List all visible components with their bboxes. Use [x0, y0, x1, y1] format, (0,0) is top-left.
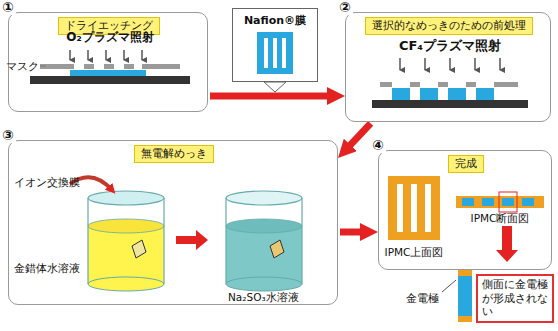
slots [264, 38, 286, 68]
substrate [30, 76, 190, 84]
zoom-section [458, 270, 472, 322]
step-panel: ③無電解めっき [8, 140, 338, 305]
flow-arrow [340, 229, 364, 236]
nafion-film [70, 70, 146, 76]
mask [380, 82, 518, 87]
label: O₂プラズマ照射 [66, 30, 153, 44]
mask [40, 64, 180, 69]
ipmc-top [388, 176, 440, 240]
step-number: ④ [370, 138, 386, 153]
label: イオン交換膜 [14, 176, 80, 189]
beaker [88, 191, 164, 291]
flow-arrow [210, 93, 331, 100]
label: IPMC上面図 [385, 246, 444, 259]
label: CF₄プラズマ照射 [399, 38, 501, 54]
beaker [226, 191, 302, 291]
step-number: ① [0, 0, 16, 15]
label: Na₂SO₃水溶液 [228, 291, 299, 304]
step-title: 無電解めっき [134, 145, 214, 163]
box-text: 選択的なめっきのための前処理 [372, 19, 526, 33]
step-title: 完成 [448, 155, 484, 173]
step-number: ③ [0, 128, 16, 143]
plasma-arrows [70, 50, 142, 60]
nafion-pattern [392, 88, 494, 100]
leader-line [442, 280, 456, 292]
label: マスク [6, 60, 39, 73]
nafion-sheet [257, 32, 293, 74]
label: 金錯体水溶液 [14, 262, 80, 275]
step-title: 選択的なめっきのための前処理 [365, 17, 533, 35]
box-text: 無電解めっき [141, 147, 207, 161]
step-arrow [176, 230, 208, 250]
leader-line [40, 66, 46, 67]
callout-pointer [264, 82, 286, 92]
slots [397, 184, 431, 232]
step-number: ② [337, 0, 353, 15]
zoom-arrow [496, 226, 518, 262]
box-text: 完成 [455, 157, 477, 171]
box-text: Nafion®膜 [233, 13, 317, 28]
flow-arrow [348, 123, 371, 147]
label: IPMC断面図 [471, 212, 530, 225]
label: 金電極 [406, 292, 439, 305]
box-text: 側面に金電極 が形成されない [482, 278, 548, 319]
note-box: 側面に金電極 が形成されない [476, 274, 554, 323]
material-box: Nafion®膜 [232, 8, 318, 82]
substrate [372, 100, 528, 108]
ipmc-section [456, 192, 544, 212]
plasma-arrows [400, 58, 500, 70]
step-panel: ②選択的なめっきのための前処理 [345, 12, 551, 122]
